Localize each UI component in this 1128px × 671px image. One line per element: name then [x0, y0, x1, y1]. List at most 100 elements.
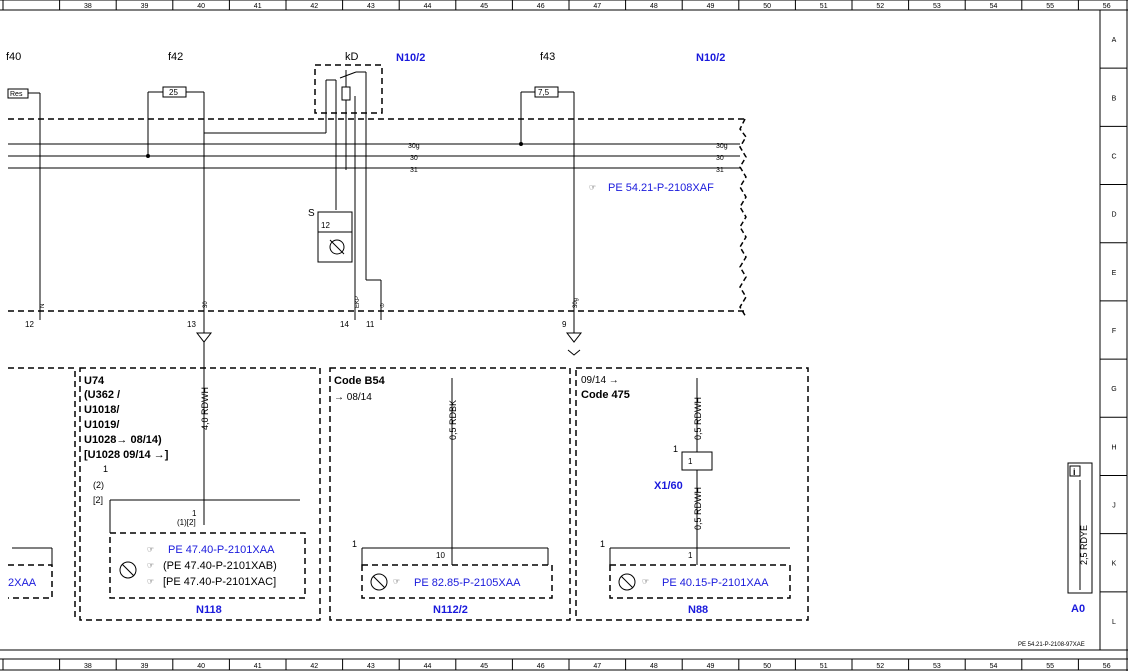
grid-row-label: D: [1111, 212, 1116, 219]
grid-row-label: B: [1112, 95, 1117, 102]
u74-pin-opt: (1)[2]: [177, 518, 196, 527]
pointer-icon: ☞: [147, 577, 154, 586]
c475-date: 09/14 →: [581, 375, 619, 386]
grid-column-label: 45: [480, 663, 488, 670]
grid-column-label: 50: [763, 3, 771, 10]
conn-pin-outer: 1: [673, 444, 678, 454]
grid-column-label: 51: [820, 3, 828, 10]
pointer-icon: ☞: [147, 561, 154, 570]
fuse-f42-label: f42: [168, 51, 183, 63]
pointer-icon: ☞: [589, 183, 596, 192]
fuse-f42: [147, 86, 205, 320]
grid-column-label: 43: [367, 3, 375, 10]
grid-row-label: G: [1111, 386, 1116, 393]
pin-11: 11: [366, 320, 375, 329]
c475-ref: PE 40.15-P-2101XAA: [662, 577, 769, 589]
grid-column-label: 41: [254, 663, 262, 670]
u74-ref-0: PE 47.40-P-2101XAA: [168, 544, 275, 556]
sig-9: 30g: [573, 298, 579, 308]
grid-column-label: 45: [480, 3, 488, 10]
b54-date: → 08/14: [334, 392, 372, 403]
grid-column-label: 46: [537, 663, 545, 670]
pointer-icon: ☞: [642, 577, 649, 586]
grid-column-label: 44: [424, 663, 432, 670]
pin-14: 14: [340, 320, 349, 329]
u74-opt-1: (2): [93, 480, 104, 490]
grid-column-label: 39: [141, 3, 149, 10]
u74-line-0: U74: [84, 375, 105, 387]
b54-pin: 10: [436, 551, 445, 560]
grid-column-label: 56: [1103, 3, 1111, 10]
sensor-label: S: [308, 208, 315, 219]
module-label-left: N10/2: [396, 52, 425, 64]
grid-column-label: 42: [310, 3, 318, 10]
a0-label: A0: [1071, 603, 1085, 615]
grid-column-label: 53: [933, 663, 941, 670]
u74-line-3: U1019/: [84, 419, 119, 431]
c475-connector: X1/60: [654, 480, 683, 492]
grid-column-label: 47: [593, 663, 601, 670]
module-label-right: N10/2: [696, 52, 725, 64]
sig-13: 30: [203, 301, 209, 308]
grid-column-label: 48: [650, 663, 658, 670]
conn-pin: 1: [688, 457, 693, 466]
grid-column-label: 48: [650, 3, 658, 10]
u74-label: N118: [196, 604, 222, 616]
bus-label-30g: 30g: [716, 143, 728, 150]
grid-row-label: F: [1112, 328, 1116, 335]
u74-opt-2: [2]: [93, 495, 103, 505]
u74-ref-1: (PE 47.40-P-2101XAB): [163, 560, 277, 572]
relay-symbol: [325, 70, 367, 122]
b54-label: N112/2: [433, 604, 468, 616]
left-partial-ref: 2XAA: [8, 577, 37, 589]
fuse-f43-label: f43: [540, 51, 555, 63]
grid-column-label: 49: [707, 3, 715, 10]
b54-pin-outer: 1: [352, 539, 357, 549]
grid-column-label: 53: [933, 3, 941, 10]
grid-column-label: 41: [254, 3, 262, 10]
u74-ref-2: [PE 47.40-P-2101XAC]: [163, 576, 276, 588]
bus-label-31: 31: [716, 167, 724, 174]
pointer-icon: ☞: [147, 545, 154, 554]
u74-line-4: U1028→ 08/14): [84, 434, 162, 446]
grid-column-label: 52: [876, 3, 884, 10]
b54-wire: 0,5 RDBK: [448, 400, 458, 440]
c475-pin: 1: [688, 551, 693, 560]
grid-row-label: H: [1111, 444, 1116, 451]
grid-column-label: 51: [820, 663, 828, 670]
grid-column-label: 38: [84, 663, 92, 670]
doc-id: PE 54.21-P-2108-97XAE: [1018, 642, 1085, 648]
junction-dots: [146, 142, 523, 158]
grid-column-label: 56: [1103, 663, 1111, 670]
bus-mid-30: 30: [410, 155, 418, 162]
u74-opt-0: 1: [103, 464, 108, 474]
bus-mid-30g: 30g: [408, 143, 420, 150]
bus-label-30: 30: [716, 155, 724, 162]
relay-box: [314, 64, 383, 114]
grid-column-label: 52: [876, 663, 884, 670]
c475-wire-1: 0,5 RDWH: [693, 397, 703, 440]
c475-code: Code 475: [581, 389, 630, 401]
grid-column-label: 55: [1046, 663, 1054, 670]
grid-column-label: 55: [1046, 3, 1054, 10]
grid-row-label: E: [1112, 270, 1117, 277]
grid-row-label: K: [1112, 561, 1117, 568]
fuse-f43-value: 7,5: [538, 88, 550, 97]
module-boundary: [8, 118, 745, 312]
pointer-icon: ☞: [393, 577, 400, 586]
fuse-f40-label: f40: [6, 51, 21, 63]
sig-12: N: [40, 304, 46, 308]
u74-line-1: (U362 /: [84, 389, 120, 401]
grid-column-label: 42: [310, 663, 318, 670]
grid-column-label: 44: [424, 3, 432, 10]
sig-14: EKP: [355, 296, 361, 308]
pin-13: 13: [187, 320, 196, 329]
grid-column-label: 54: [990, 663, 998, 670]
grid-column-label: 40: [197, 3, 205, 10]
sensor-pin: 12: [321, 221, 330, 230]
pin-12: 12: [25, 320, 34, 329]
grid-column-label: 49: [707, 663, 715, 670]
info-icon: i: [1073, 467, 1076, 477]
ground-symbols: [195, 320, 583, 356]
